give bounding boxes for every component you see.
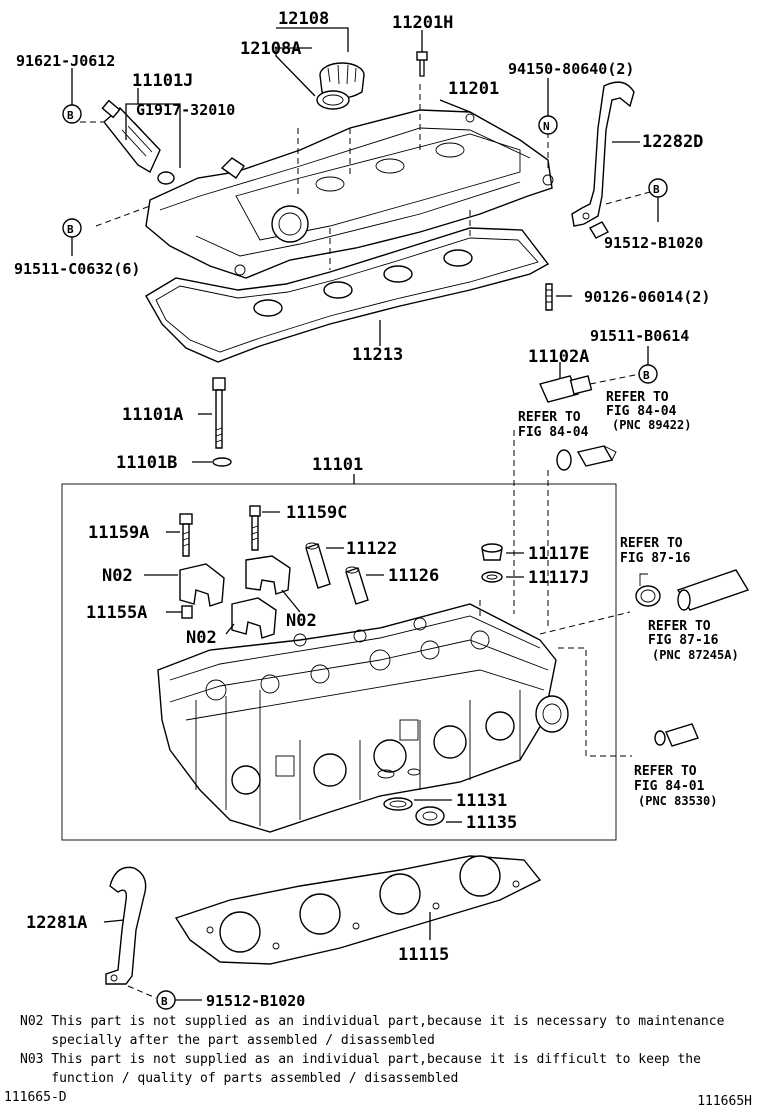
label-94150: 94150-80640(2) — [508, 60, 634, 78]
seal-11131 — [383, 797, 413, 811]
label-11115: 11115 — [398, 945, 449, 965]
label-12281a: 12281A — [26, 913, 87, 933]
label-11117e: 11117E — [528, 544, 589, 564]
note-n02-line2: specially after the part assembled / dis… — [20, 1033, 435, 1048]
plug-11117e — [481, 543, 503, 583]
label-n02-a: N02 — [102, 566, 133, 586]
svg-text:FIG 87-16: FIG 87-16 — [648, 633, 719, 648]
label-11135: 11135 — [466, 813, 517, 833]
label-11159c: 11159C — [286, 503, 347, 523]
cam-position-sensor — [539, 375, 593, 403]
svg-text:REFER TO: REFER TO — [518, 410, 581, 425]
refer-to-fig-84-04-pnc-89422[interactable]: REFER TO FIG 84-04 (PNC 89422) — [606, 390, 691, 432]
refer-to-fig-84-01-pnc-83530[interactable]: REFER TO FIG 84-01 (PNC 83530) — [634, 764, 717, 808]
callout-b: B — [161, 995, 168, 1008]
label-11131: 11131 — [456, 791, 507, 811]
label-11213: 11213 — [352, 345, 403, 365]
label-11155a: 11155A — [86, 603, 147, 623]
label-91621: 91621-J0612 — [16, 52, 115, 70]
cylinder-head-gasket — [174, 855, 542, 965]
callout-b: B — [67, 223, 74, 236]
svg-text:(PNC 83530): (PNC 83530) — [638, 794, 717, 808]
label-g1917: G1917-32010 — [136, 101, 235, 119]
label-11159a: 11159A — [88, 523, 149, 543]
water-bypass-hose — [676, 569, 750, 611]
oil-pressure-switch — [556, 445, 617, 471]
callout-n: N — [543, 120, 550, 133]
oil-control-valve — [101, 99, 175, 185]
head-bolt-11101a — [212, 377, 232, 467]
label-12108a: 12108A — [240, 39, 301, 59]
hose-clamp — [635, 573, 661, 607]
label-11101b: 11101B — [116, 453, 177, 473]
svg-text:REFER TO: REFER TO — [606, 390, 669, 405]
callout-b: B — [67, 109, 74, 122]
svg-text:FIG 84-01: FIG 84-01 — [634, 779, 705, 794]
refer-to-fig-84-04[interactable]: REFER TO FIG 84-04 — [518, 410, 589, 440]
svg-text:REFER TO: REFER TO — [620, 536, 683, 551]
bolt-11201h — [416, 30, 428, 77]
callout-b: B — [653, 183, 660, 196]
svg-text:FIG 84-04: FIG 84-04 — [518, 425, 589, 440]
label-11201: 11201 — [448, 79, 499, 99]
head-cover-gasket — [145, 227, 550, 363]
pipe-11126 — [345, 566, 369, 605]
label-11101a: 11101A — [122, 405, 183, 425]
label-11101j: 11101J — [132, 71, 193, 91]
label-91512-top: 91512-B1020 — [604, 234, 703, 252]
pin-11155a — [181, 605, 193, 619]
note-n02-line1: N02 This part is not supplied as an indi… — [20, 1014, 725, 1029]
cylinder-head-cover — [145, 109, 554, 279]
label-11117j: 11117J — [528, 568, 589, 588]
stud-90126 — [545, 283, 553, 311]
label-11126: 11126 — [388, 566, 439, 586]
label-12108: 12108 — [278, 9, 329, 29]
cylinder-head-subassy-frame — [61, 483, 617, 841]
label-11122: 11122 — [346, 539, 397, 559]
note-n03-line1: N03 This part is not supplied as an indi… — [20, 1052, 701, 1067]
engine-hanger-bracket-12282d — [571, 81, 635, 239]
pipe-11122 — [305, 542, 331, 589]
label-91511c: 91511-C0632(6) — [14, 260, 140, 278]
bolt-11159a — [179, 513, 193, 557]
footnotes: N02 This part is not supplied as an indi… — [20, 1012, 750, 1088]
cylinder-head — [157, 603, 569, 833]
svg-text:REFER TO: REFER TO — [648, 619, 711, 634]
camshaft-bearing-cap-2 — [245, 555, 291, 595]
illustration-code-right: 111665H — [697, 1094, 752, 1109]
camshaft-bearing-cap-1 — [179, 563, 225, 607]
label-11102a: 11102A — [528, 347, 589, 367]
label-n02-c: N02 — [186, 628, 217, 648]
label-12282d: 12282D — [642, 132, 703, 152]
svg-text:(PNC 89422): (PNC 89422) — [612, 418, 691, 432]
svg-text:(PNC 87245A): (PNC 87245A) — [652, 648, 739, 662]
svg-text:FIG 87-16: FIG 87-16 — [620, 551, 691, 566]
svg-text:REFER TO: REFER TO — [634, 764, 697, 779]
label-91511b: 91511-B0614 — [590, 327, 689, 345]
label-11201h: 11201H — [392, 13, 453, 33]
svg-text:FIG 84-04: FIG 84-04 — [606, 404, 677, 419]
note-n03-line2: function / quality of parts assembled / … — [20, 1071, 459, 1086]
bolt-11159c — [249, 505, 261, 551]
oil-filler-cap — [316, 62, 365, 110]
callout-b: B — [643, 369, 650, 382]
label-11101: 11101 — [312, 455, 363, 475]
label-91512-bottom: 91512-B1020 — [206, 992, 305, 1010]
engine-hanger-bracket-12281a — [105, 866, 147, 985]
refer-to-fig-87-16-upper[interactable]: REFER TO FIG 87-16 — [620, 536, 691, 566]
water-temperature-sensor — [654, 723, 699, 747]
camshaft-bearing-cap-3 — [231, 597, 277, 639]
illustration-code-left: 111665-D — [4, 1090, 67, 1105]
refer-to-fig-87-16-pnc-87245a[interactable]: REFER TO FIG 87-16 (PNC 87245A) — [648, 619, 739, 662]
label-n02-b: N02 — [286, 611, 317, 631]
label-90126: 90126-06014(2) — [584, 288, 710, 306]
seal-11135 — [415, 806, 445, 826]
